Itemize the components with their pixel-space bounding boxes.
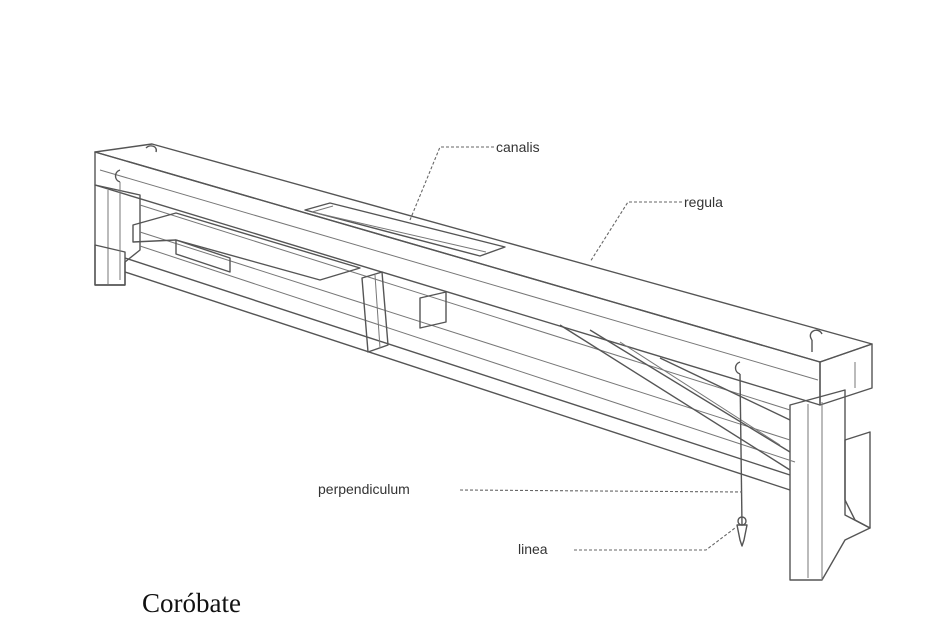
center-post xyxy=(361,271,447,353)
perpendiculum-leader xyxy=(459,489,743,493)
regula-leader xyxy=(589,201,682,263)
diagram-caption: Coróbate xyxy=(142,588,241,618)
right-leg xyxy=(789,389,871,581)
canalis-label: canalis xyxy=(496,139,540,155)
left-hook-icon xyxy=(145,145,158,153)
right-hook-icon xyxy=(809,329,823,352)
linea-leader xyxy=(574,527,736,551)
right-plumb-line xyxy=(734,361,743,526)
regula-top-surface xyxy=(94,143,873,363)
regula-label: regula xyxy=(684,194,723,210)
canalis-leader xyxy=(409,146,494,221)
regula-end-face xyxy=(819,343,873,406)
left-plumb-line xyxy=(114,169,121,280)
right-diagonal-brace xyxy=(559,324,791,471)
left-diagonal-brace xyxy=(132,212,361,281)
canalis-channel xyxy=(304,202,506,257)
left-leg xyxy=(94,184,141,286)
linea-label: linea xyxy=(518,541,548,557)
lower-rail xyxy=(124,245,796,491)
perpendiculum-label: perpendiculum xyxy=(318,481,410,497)
plumb-bob xyxy=(736,516,748,547)
inner-rail xyxy=(139,204,791,441)
